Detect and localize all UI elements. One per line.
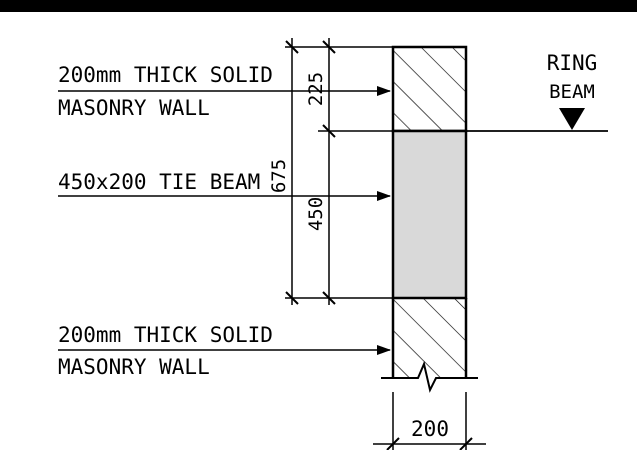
- dim-text-225: 225: [305, 72, 327, 106]
- break-line: [381, 360, 478, 393]
- title-bar: [0, 0, 637, 12]
- tie-beam-label: 450x200 TIE BEAM: [58, 170, 260, 194]
- ring-beam-label-line1: RING: [547, 51, 598, 75]
- dimension-200: [373, 392, 486, 450]
- dim-text-450: 450: [305, 197, 327, 231]
- dim-text-200: 200: [411, 417, 449, 441]
- ring-beam-label-line2: BEAM: [549, 81, 595, 103]
- level-triangle-icon: [559, 108, 585, 130]
- tie-beam: [391, 129, 468, 300]
- ring-beam-level: [466, 108, 608, 132]
- lower-wall-label-line2: MASONRY WALL: [58, 355, 210, 379]
- upper-wall-label-line1: 200mm THICK SOLID: [58, 63, 273, 87]
- upper-masonry-wall: [391, 45, 468, 133]
- dim-text-675: 675: [268, 159, 290, 193]
- dimension-675: [285, 38, 393, 305]
- lower-masonry-wall: [381, 298, 478, 393]
- upper-wall-label-line2: MASONRY WALL: [58, 96, 210, 120]
- dimension-225-450: [318, 38, 393, 305]
- lower-wall-label-line1: 200mm THICK SOLID: [58, 323, 273, 347]
